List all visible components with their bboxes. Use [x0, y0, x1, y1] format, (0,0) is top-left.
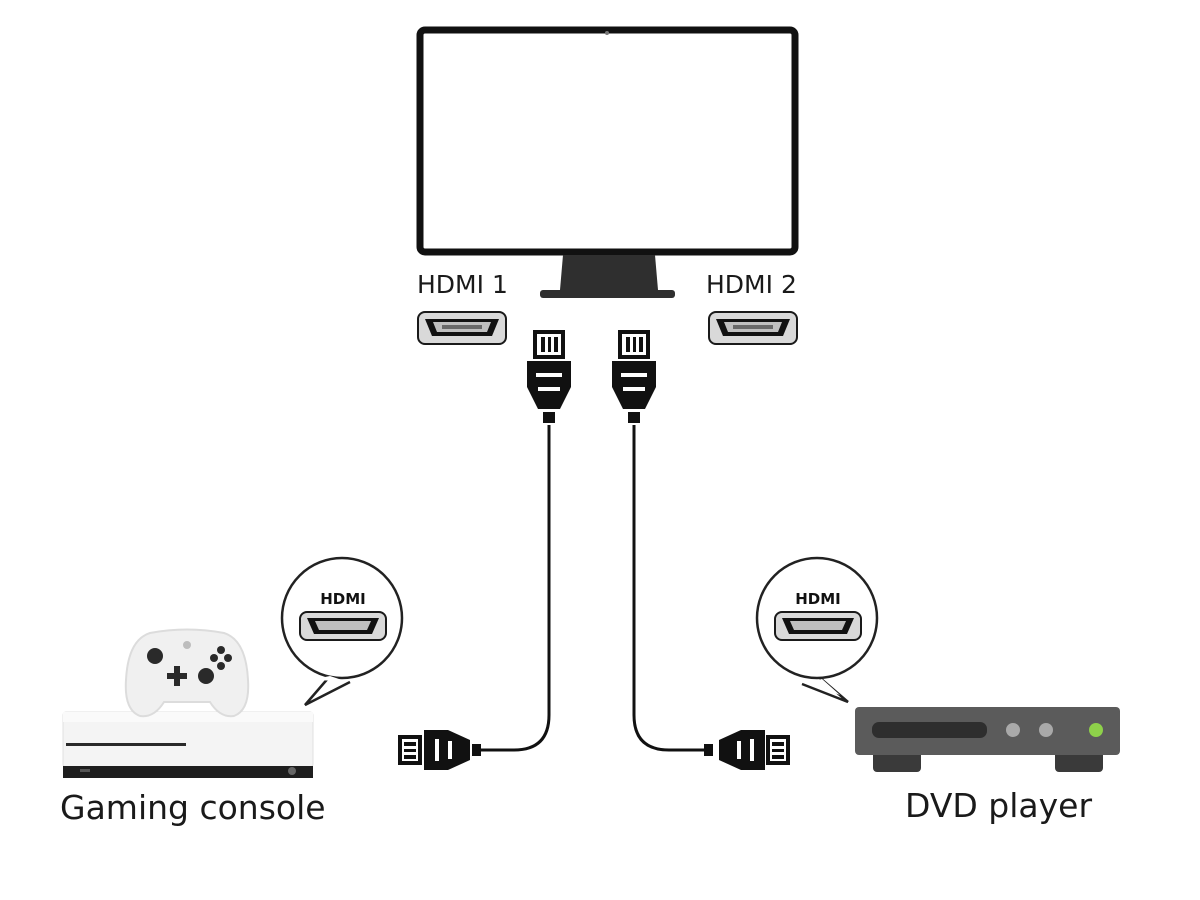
bubble-left-hdmi-text: HDMI: [320, 590, 366, 608]
dvd-button-2: [1039, 723, 1053, 737]
hdmi-port-icon: [774, 611, 862, 641]
hdmi-port-2-icon: [708, 311, 798, 345]
hdmi-plug-left-vertical-icon: [527, 330, 571, 423]
dvd-player-label: DVD player: [905, 786, 1093, 825]
dvd-button-1: [1006, 723, 1020, 737]
hdmi-plug-right-vertical-icon: [612, 330, 656, 423]
hdmi-cable-right: [632, 425, 706, 752]
hdmi-plug-left-horizontal-icon: [398, 730, 481, 770]
hdmi-2-label: HDMI 2: [706, 270, 797, 299]
hdmi-port-1-icon: [417, 311, 507, 345]
tv-screen: [416, 26, 799, 256]
tv-camera-dot: [605, 31, 609, 35]
hdmi-1-label: HDMI 1: [417, 270, 508, 299]
hdmi-cable-left: [480, 425, 551, 752]
hdmi-plug-right-horizontal-icon: [704, 730, 790, 770]
bubble-right-hdmi-text: HDMI: [795, 590, 841, 608]
game-controller-icon: [124, 628, 250, 718]
hdmi-port-icon: [299, 611, 387, 641]
tv: [416, 26, 799, 298]
hdmi-callout-bubble-left: HDMI: [280, 556, 404, 707]
dvd-player-icon: [855, 707, 1120, 772]
tv-stand: [540, 255, 675, 298]
dvd-power-indicator: [1089, 723, 1103, 737]
gaming-console-icon: [62, 628, 314, 778]
hdmi-callout-bubble-right: HDMI: [755, 556, 879, 704]
gaming-console-label: Gaming console: [60, 788, 326, 827]
